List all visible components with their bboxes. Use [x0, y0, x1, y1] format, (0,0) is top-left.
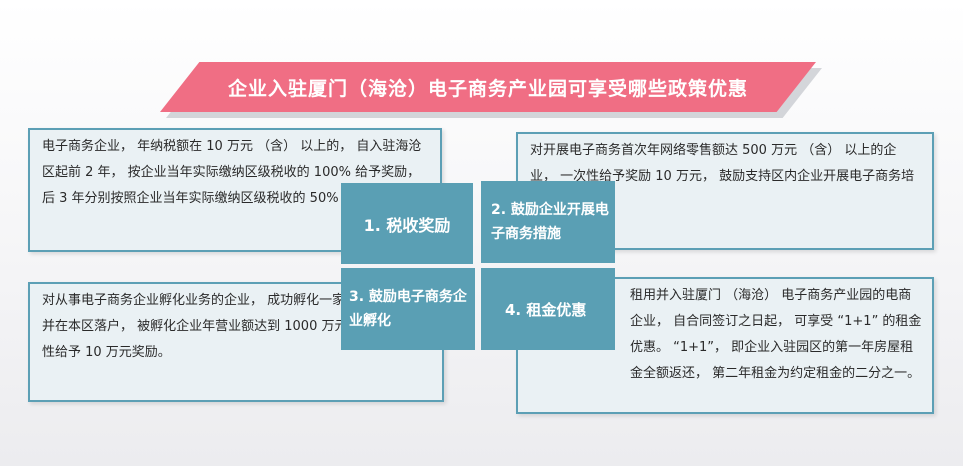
tile-rent-discount: 4. 租金优惠 — [481, 268, 615, 350]
tile-tax-label: 1. 税收奖励 — [363, 215, 451, 235]
rent-description-text: 租用并入驻厦门 （海沧） 电子商务产业园的电商企业， 自合同签订之日起， 可享受… — [630, 288, 922, 381]
tile-tax-reward: 1. 税收奖励 — [341, 183, 473, 264]
banner-ribbon: 企业入驻厦门（海沧）电子商务产业园可享受哪些政策优惠 — [160, 62, 816, 112]
tile-ecommerce-measures: 2. 鼓励企业开展电子商务措施 — [481, 181, 615, 263]
tile-ecommerce-label: 2. 鼓励企业开展电子商务措施 — [491, 202, 609, 242]
tile-rent-label: 4. 租金优惠 — [505, 300, 587, 319]
tax-description-text: 电子商务企业， 年纳税额在 10 万元 （含） 以上的， 自入驻海沧区起前 2 … — [42, 139, 422, 206]
incubation-description-text: 对从事电子商务企业孵化业务的企业， 成功孵化一家电子商务企业并在本区落户， 被孵… — [42, 293, 430, 360]
page-title: 企业入驻厦门（海沧）电子商务产业园可享受哪些政策优惠 — [227, 77, 748, 100]
title-banner: 企业入驻厦门（海沧）电子商务产业园可享受哪些政策优惠 — [160, 62, 822, 118]
tile-incubation-label: 3. 鼓励电子商务企业孵化 — [349, 289, 467, 329]
tile-incubation: 3. 鼓励电子商务企业孵化 — [341, 268, 475, 350]
